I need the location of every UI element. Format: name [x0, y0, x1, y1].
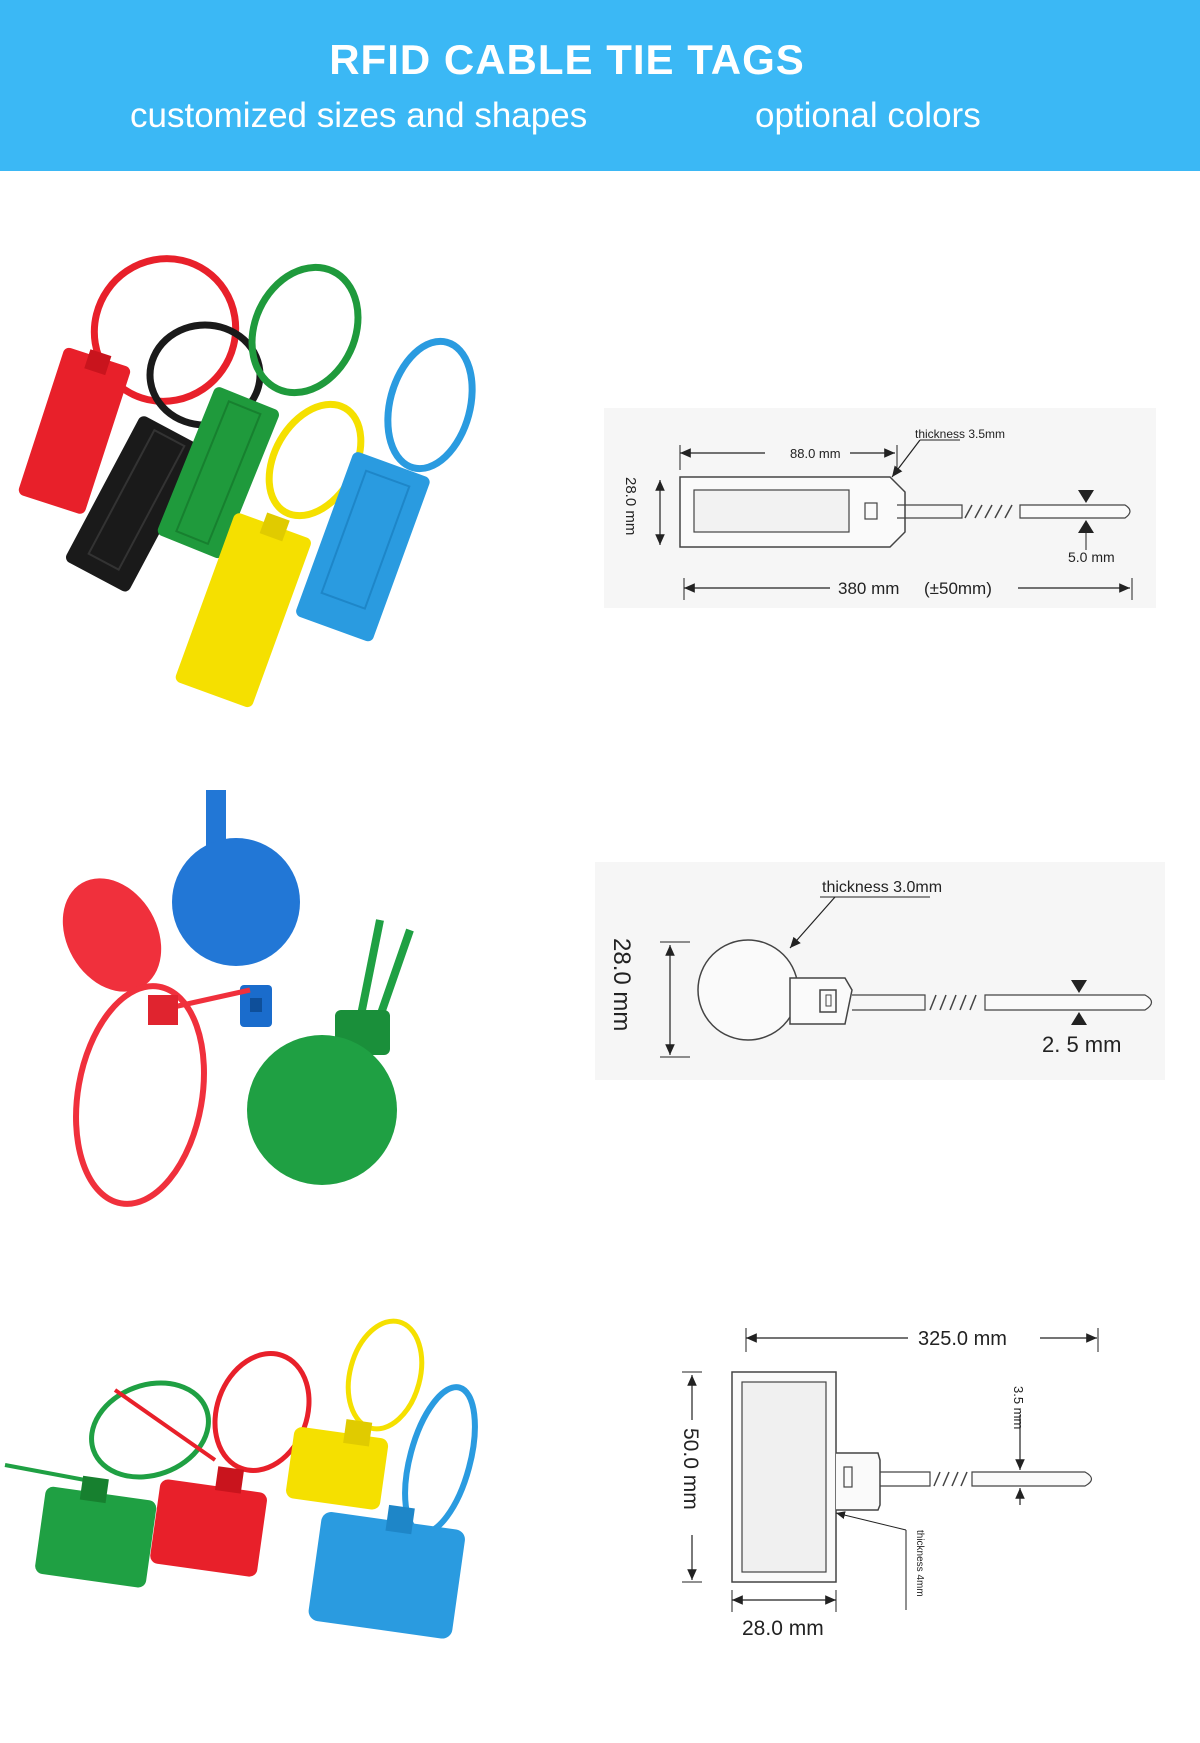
dim-strap-width-label: 3.5 mm	[1011, 1386, 1026, 1429]
red-tag	[18, 347, 131, 514]
header-banner: RFID CABLE TIE TAGS customized sizes and…	[0, 0, 1200, 171]
subtitle-sizes: customized sizes and shapes	[130, 96, 588, 135]
rectangular-tag-diagram: 88.0 mm thickness 3.5mm 28.0 mm 5.0 mm 3…	[604, 408, 1156, 608]
page-title: RFID CABLE TIE TAGS	[329, 36, 805, 83]
red-flag-tag	[150, 1466, 267, 1577]
subtitle-colors: optional colors	[755, 96, 981, 135]
dim-thickness-label: thickness 4mm	[914, 1530, 925, 1597]
round-tags-photo	[62, 790, 414, 1207]
dim-total-tolerance-label: (±50mm)	[924, 579, 992, 598]
red-tie-loop	[73, 983, 207, 1207]
flag-tag-diagram: 325.0 mm 50.0 mm 3.5 mm thickness 4mm 28…	[660, 1310, 1160, 1640]
blue-round-tag	[172, 838, 300, 966]
blue-tag	[296, 452, 430, 642]
dim-thickness-label: thickness 3.5mm	[915, 427, 1005, 441]
dim-thickness-label: thickness 3.0mm	[822, 879, 942, 896]
green-tag	[157, 387, 279, 559]
blue-flag-tag	[308, 1504, 465, 1639]
green-flag-tag	[35, 1475, 157, 1588]
flag-tags-photo	[4, 1318, 478, 1639]
dim-diameter-label: 28.0 mm	[608, 938, 635, 1031]
black-tag	[66, 416, 203, 592]
dim-strap-width-label: 5.0 mm	[1068, 549, 1115, 565]
dim-strap-width-label: 2. 5 mm	[1042, 1032, 1121, 1057]
green-tie-loop	[89, 1380, 211, 1480]
rectangular-tags-photo	[18, 255, 476, 708]
dim-width-label: 28.0 mm	[742, 1617, 824, 1640]
round-tag-diagram: thickness 3.0mm 28.0 mm 2. 5 mm	[595, 862, 1165, 1080]
dim-total-length-label: 325.0 mm	[918, 1328, 1007, 1350]
dim-length-label: 88.0 mm	[790, 446, 841, 461]
dim-total-length-label: 380 mm	[838, 579, 899, 598]
dim-width-label: 28.0 mm	[622, 477, 639, 535]
green-round-tag	[247, 1035, 397, 1185]
yellow-flag-tag	[286, 1419, 389, 1510]
dim-height-label: 50.0 mm	[679, 1428, 702, 1510]
yellow-tie-loop	[345, 1318, 425, 1432]
yellow-tag	[175, 512, 311, 708]
red-round-tag	[62, 878, 162, 992]
blue-tie-loop	[384, 337, 476, 473]
green-tie-loop	[248, 263, 362, 397]
